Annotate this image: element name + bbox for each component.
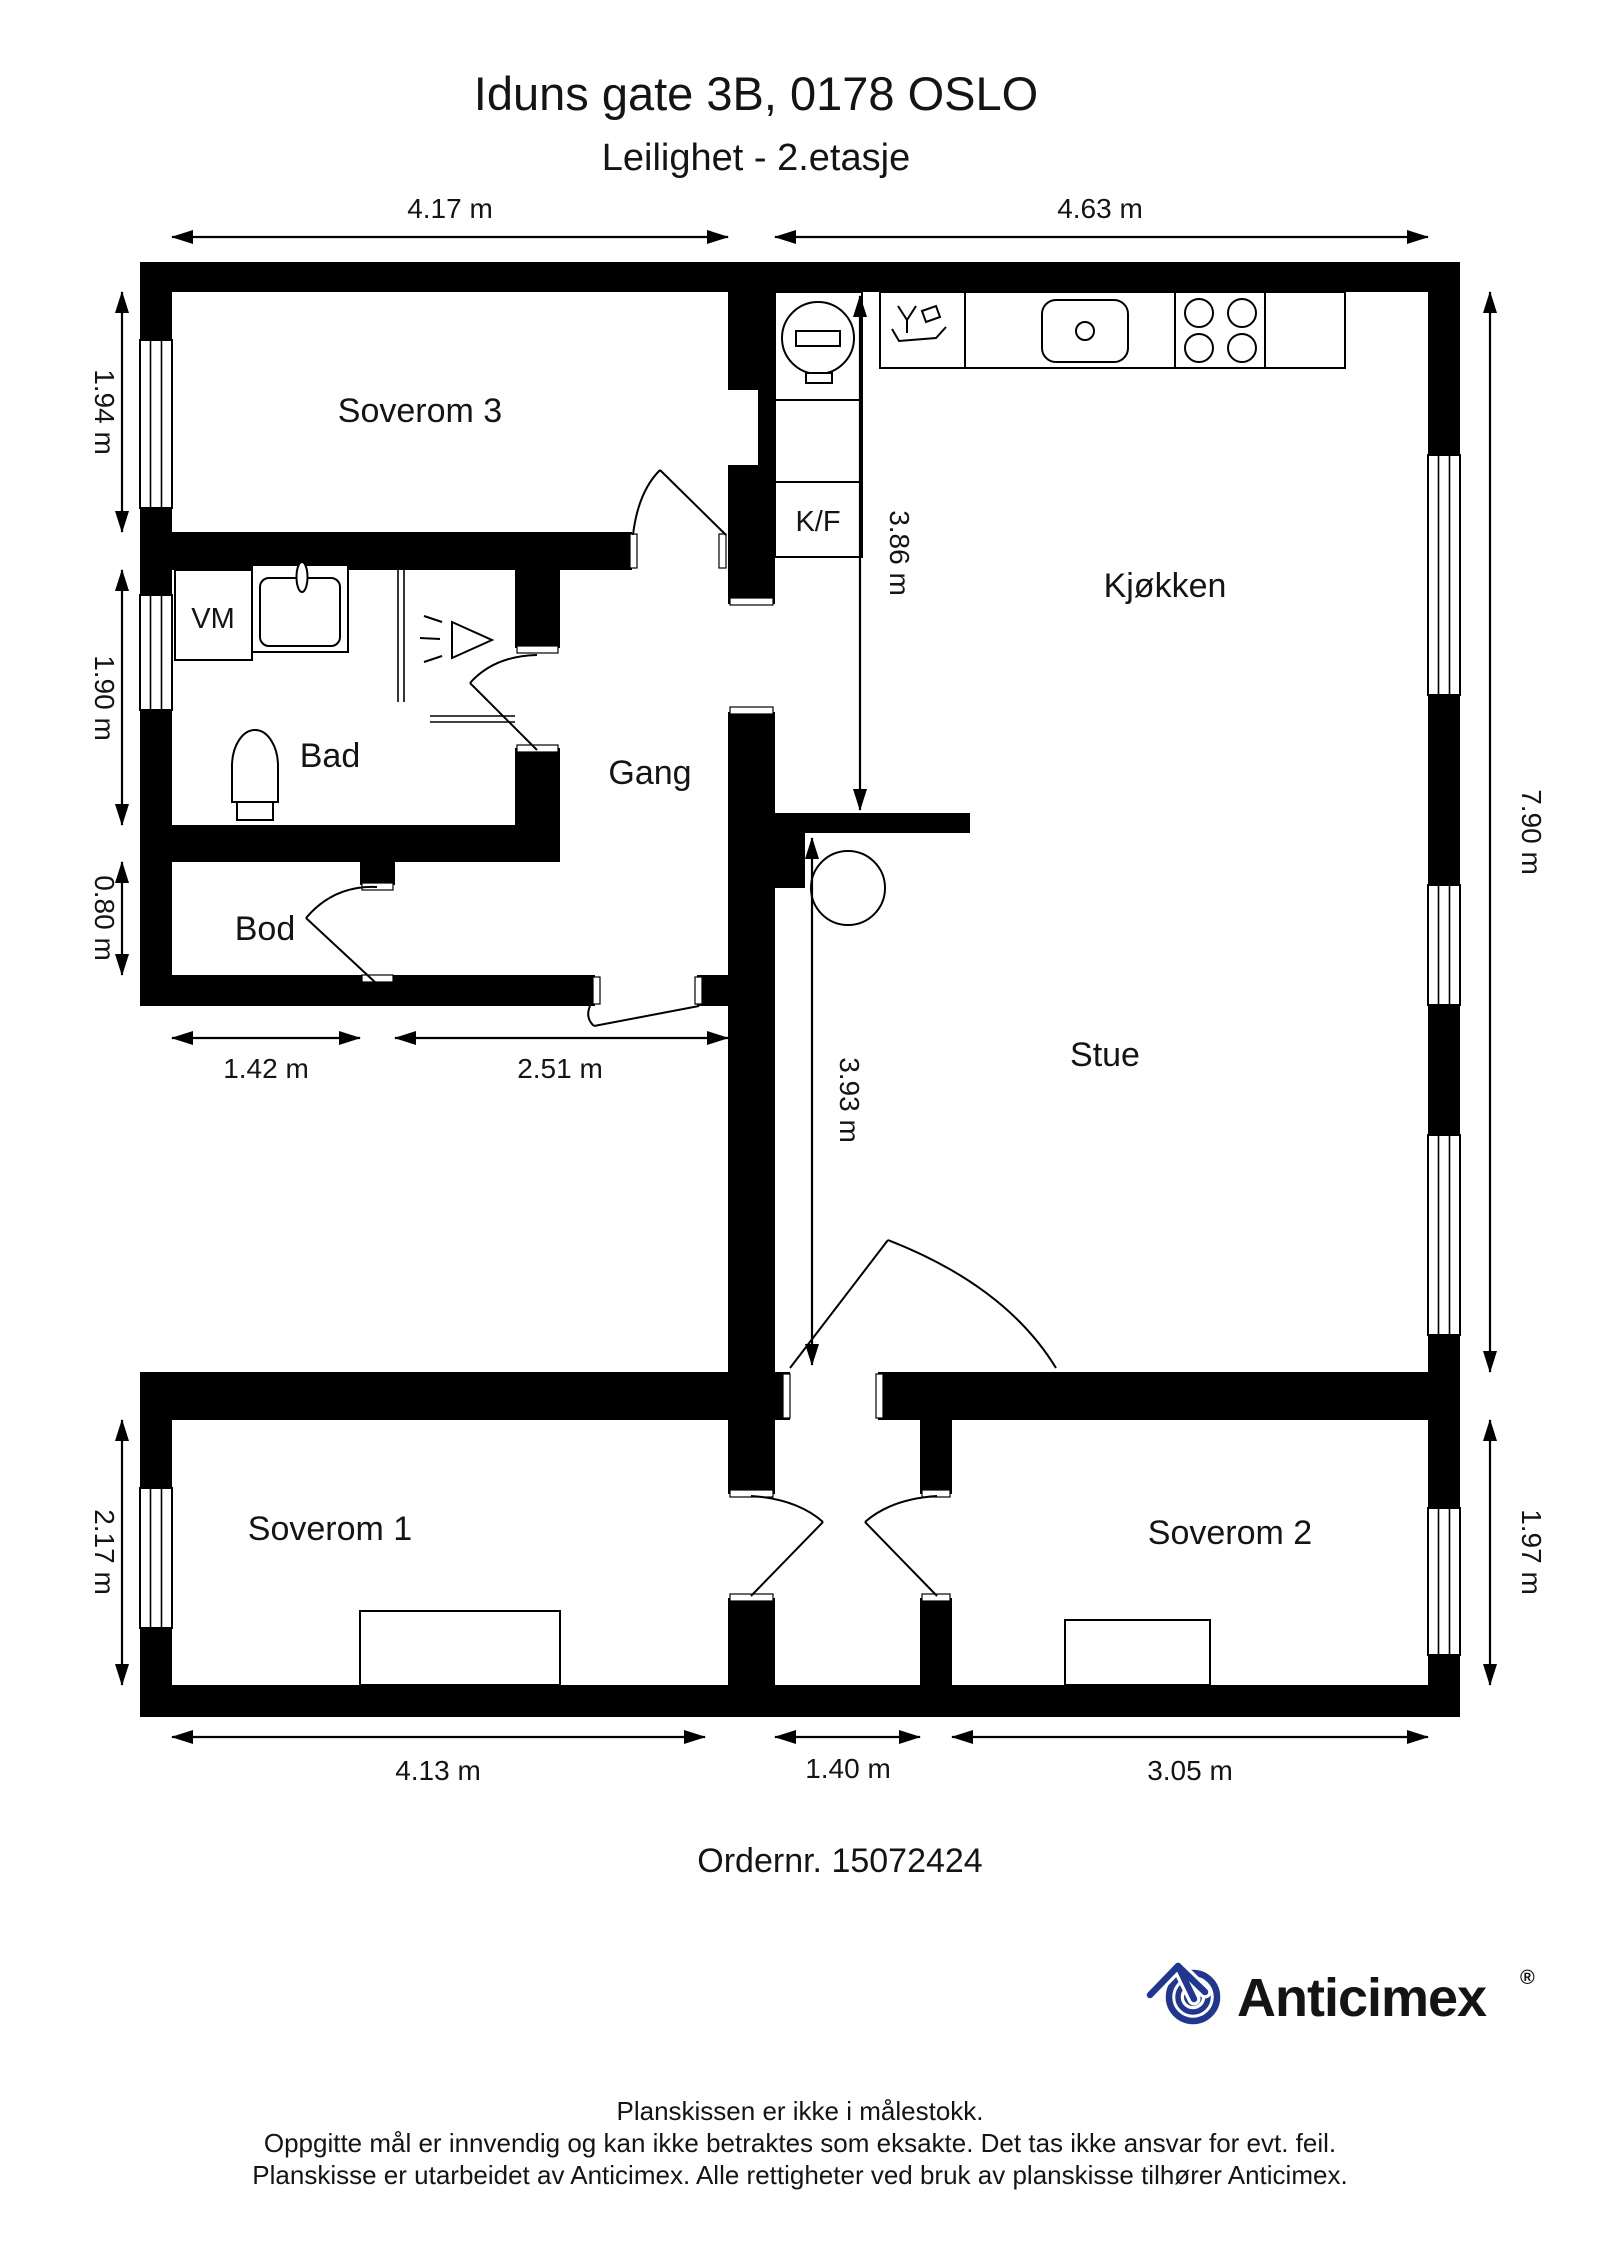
toilet: [231, 729, 279, 821]
dim-label-sov2-w: 3.05 m: [1147, 1755, 1233, 1786]
wall-bedrooms-top-right: [878, 1372, 1460, 1420]
dim-label-bod-w: 1.42 m: [223, 1053, 309, 1084]
room-label-stue: Stue: [1070, 1036, 1140, 1074]
footer-line-3: Planskisse er utarbeidet av Anticimex. A…: [252, 2160, 1347, 2190]
room-label-soverom2: Soverom 2: [1148, 1514, 1312, 1552]
order-number: Ordernr. 15072424: [697, 1842, 982, 1880]
door-stue: [789, 1239, 1057, 1369]
dimension-arrows: [115, 230, 1497, 1744]
wall-central-2: [728, 465, 775, 604]
window-soverom3: [139, 339, 173, 509]
brand-registered-mark: ®: [1520, 1967, 1535, 1989]
furniture: [359, 850, 1211, 1686]
window-soverom1: [139, 1487, 173, 1629]
door-soverom1: [750, 1495, 824, 1597]
dim-label-sov1-w: 4.13 m: [395, 1755, 481, 1786]
wall-soverom3-bad: [140, 532, 632, 570]
anticimex-logo: Anticimex ®: [1143, 1959, 1535, 2028]
dim-label-gang-w: 2.51 m: [517, 1053, 603, 1084]
window-stue-2: [1427, 1134, 1461, 1336]
footer-disclaimer: Planskissen er ikke i målestokk. Oppgitt…: [252, 2096, 1347, 2190]
dim-label-bad-h: 1.90 m: [89, 655, 120, 741]
page-title: Iduns gate 3B, 0178 OSLO: [474, 67, 1038, 120]
dishwasher-icon: [891, 304, 947, 343]
room-label-soverom3: Soverom 3: [338, 392, 502, 430]
wall-bod-right-upper: [360, 862, 395, 885]
door-bod: [305, 885, 378, 985]
room-label-bod: Bod: [235, 910, 296, 948]
dishwasher: [879, 291, 966, 369]
kitchen-fixtures: [774, 291, 1346, 558]
shower-head-icon: [419, 615, 495, 663]
kitchen-tall-cabinet: [774, 399, 863, 483]
dim-label-sov2-h: 1.97 m: [1516, 1509, 1547, 1595]
footer-line-2: Oppgitte mål er innvendig og kan ikke be…: [264, 2128, 1336, 2158]
wall-hall-soverom2-upper: [920, 1420, 952, 1494]
door-soverom2: [864, 1495, 938, 1597]
bathroom-fixtures: [174, 561, 515, 821]
wall-bad-gang-upper: [515, 570, 560, 648]
dim-label-kjokken-d: 3.86 m: [884, 510, 915, 596]
dim-label-sov3-h: 1.94 m: [89, 369, 120, 455]
bed-soverom1: [359, 1610, 561, 1686]
anticimex-logo-mark: [1143, 1959, 1221, 2025]
logo-arrow-icon: [1174, 1962, 1198, 2003]
window-kjokken: [1427, 454, 1461, 696]
dimension-labels: 4.17 m 4.63 m 1.94 m 1.90 m 0.80 m 2.17 …: [89, 193, 1547, 1786]
dim-label-kjokken-w: 4.63 m: [1057, 193, 1143, 224]
shower: [397, 570, 515, 723]
wall-bottom: [140, 1685, 1460, 1717]
kitchen-counter-end: [1264, 291, 1346, 369]
sink-icon: [1041, 299, 1129, 363]
page-subtitle: Leilighet - 2.etasje: [602, 137, 910, 179]
wall-central-4: [728, 1598, 775, 1685]
dim-label-bod-h: 0.80 m: [89, 875, 120, 961]
wall-bedrooms-top-left: [140, 1372, 790, 1420]
bath-sink: [251, 561, 349, 653]
room-label-bad: Bad: [300, 737, 361, 775]
window-soverom2: [1427, 1507, 1461, 1656]
door-bad: [469, 654, 538, 751]
wall-kitchen-stue-stub: [775, 813, 970, 833]
dim-label-sov3-w: 4.17 m: [407, 193, 493, 224]
dim-label-hall-w: 1.40 m: [805, 1753, 891, 1784]
room-label-gang: Gang: [608, 754, 691, 792]
fixture-label-vm: VM: [191, 603, 235, 635]
wall-stub-block: [775, 833, 805, 888]
dim-label-sov1-h: 2.17 m: [89, 1509, 120, 1595]
door-soverom3: [632, 469, 727, 536]
wall-central-3: [728, 712, 775, 1494]
wall-bad-bod: [140, 825, 560, 862]
wall-central-notch: [758, 390, 775, 465]
room-label-soverom1: Soverom 1: [248, 1510, 412, 1548]
window-bad: [139, 594, 173, 711]
door-entry: [587, 1005, 700, 1027]
bed-soverom2: [1064, 1619, 1211, 1686]
pipe-shaft-circle: [810, 850, 886, 926]
stove-burners-icon: [1184, 298, 1257, 363]
footer-line-1: Planskissen er ikke i målestokk.: [616, 2096, 983, 2126]
washing-machine: [174, 569, 253, 661]
room-labels: Soverom 3 Kjøkken VM K/F Bad Gang Bod St…: [191, 392, 1312, 1552]
window-stue-1: [1427, 884, 1461, 1006]
wall-bad-gang-lower: [515, 748, 560, 825]
stove: [1174, 291, 1266, 369]
room-label-kjokken: Kjøkken: [1104, 567, 1227, 605]
fixture-label-kf: K/F: [795, 506, 840, 538]
dim-label-stue-d: 3.93 m: [834, 1057, 865, 1143]
wall-central-1: [728, 292, 775, 390]
windows: [139, 339, 1461, 1656]
dim-label-right-h: 7.90 m: [1516, 789, 1547, 875]
brand-name: Anticimex: [1237, 1968, 1487, 2028]
wall-top: [140, 262, 1460, 292]
wall-hall-soverom2-lower: [920, 1598, 952, 1685]
